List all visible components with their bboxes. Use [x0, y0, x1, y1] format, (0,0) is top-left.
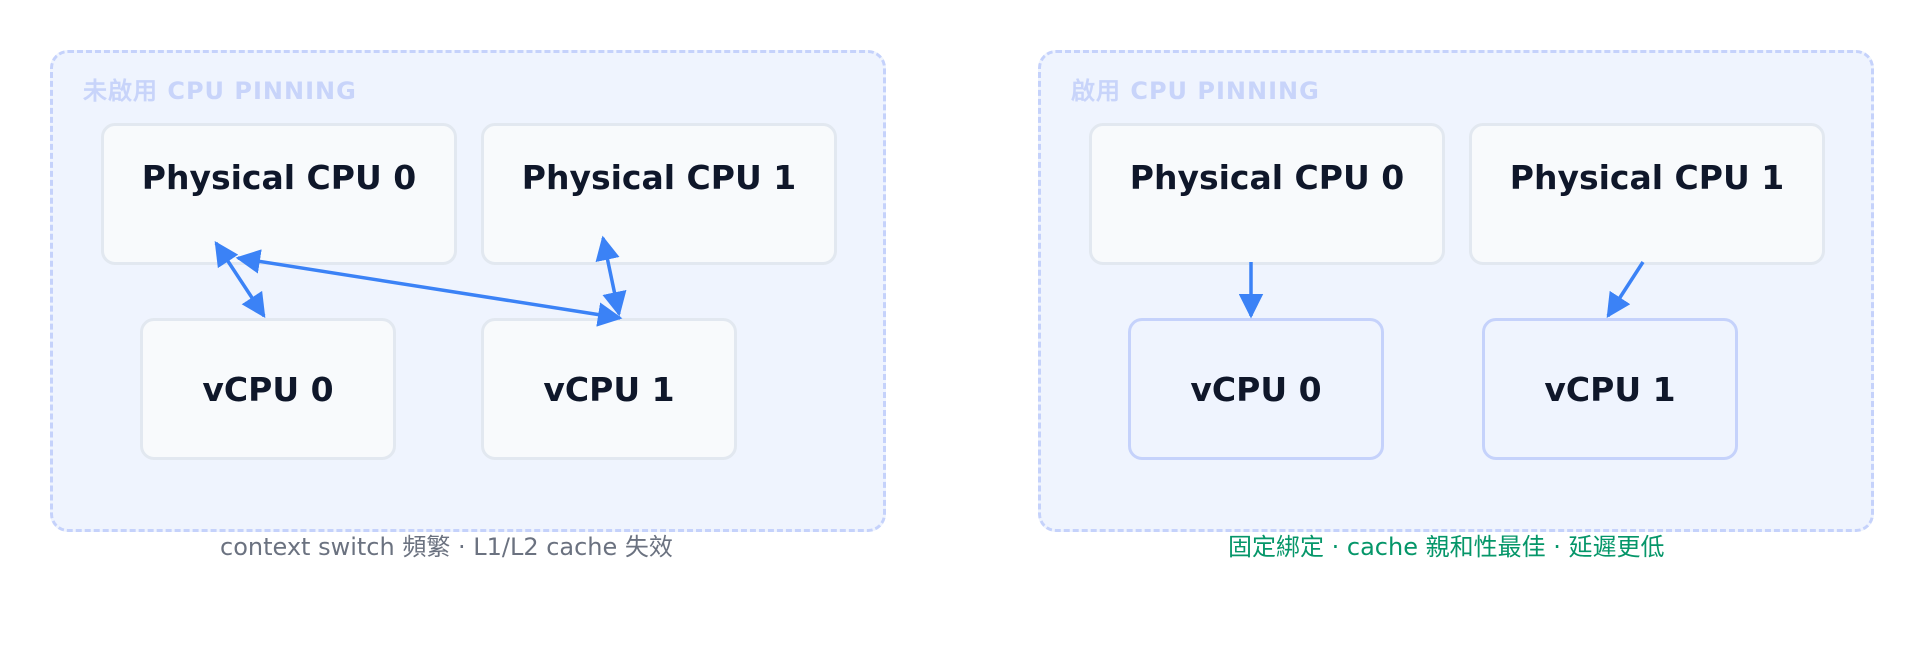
panel-title: 啟用 CPU PINNING — [1071, 77, 1320, 105]
physical-cpu-0-node: Physical CPU 0 — [1089, 123, 1445, 265]
physical-cpu-0-node: Physical CPU 0 — [101, 123, 457, 265]
vcpu-1-node: vCPU 1 — [1482, 318, 1738, 460]
panel-with-pinning: 啟用 CPU PINNING Physical CPU 0 Physical C… — [1038, 50, 1874, 532]
caption-with-pinning: 固定綁定 · cache 親和性最佳 · 延遲更低 — [1228, 533, 1665, 561]
physical-cpu-1-node: Physical CPU 1 — [1469, 123, 1825, 265]
vcpu-1-node: vCPU 1 — [481, 318, 737, 460]
panel-title: 未啟用 CPU PINNING — [83, 77, 357, 105]
physical-cpu-1-node: Physical CPU 1 — [481, 123, 837, 265]
panel-without-pinning: 未啟用 CPU PINNING Physical CPU 0 Physical … — [50, 50, 886, 532]
vcpu-0-node: vCPU 0 — [1128, 318, 1384, 460]
vcpu-0-node: vCPU 0 — [140, 318, 396, 460]
caption-without-pinning: context switch 頻繁 · L1/L2 cache 失效 — [220, 533, 673, 561]
